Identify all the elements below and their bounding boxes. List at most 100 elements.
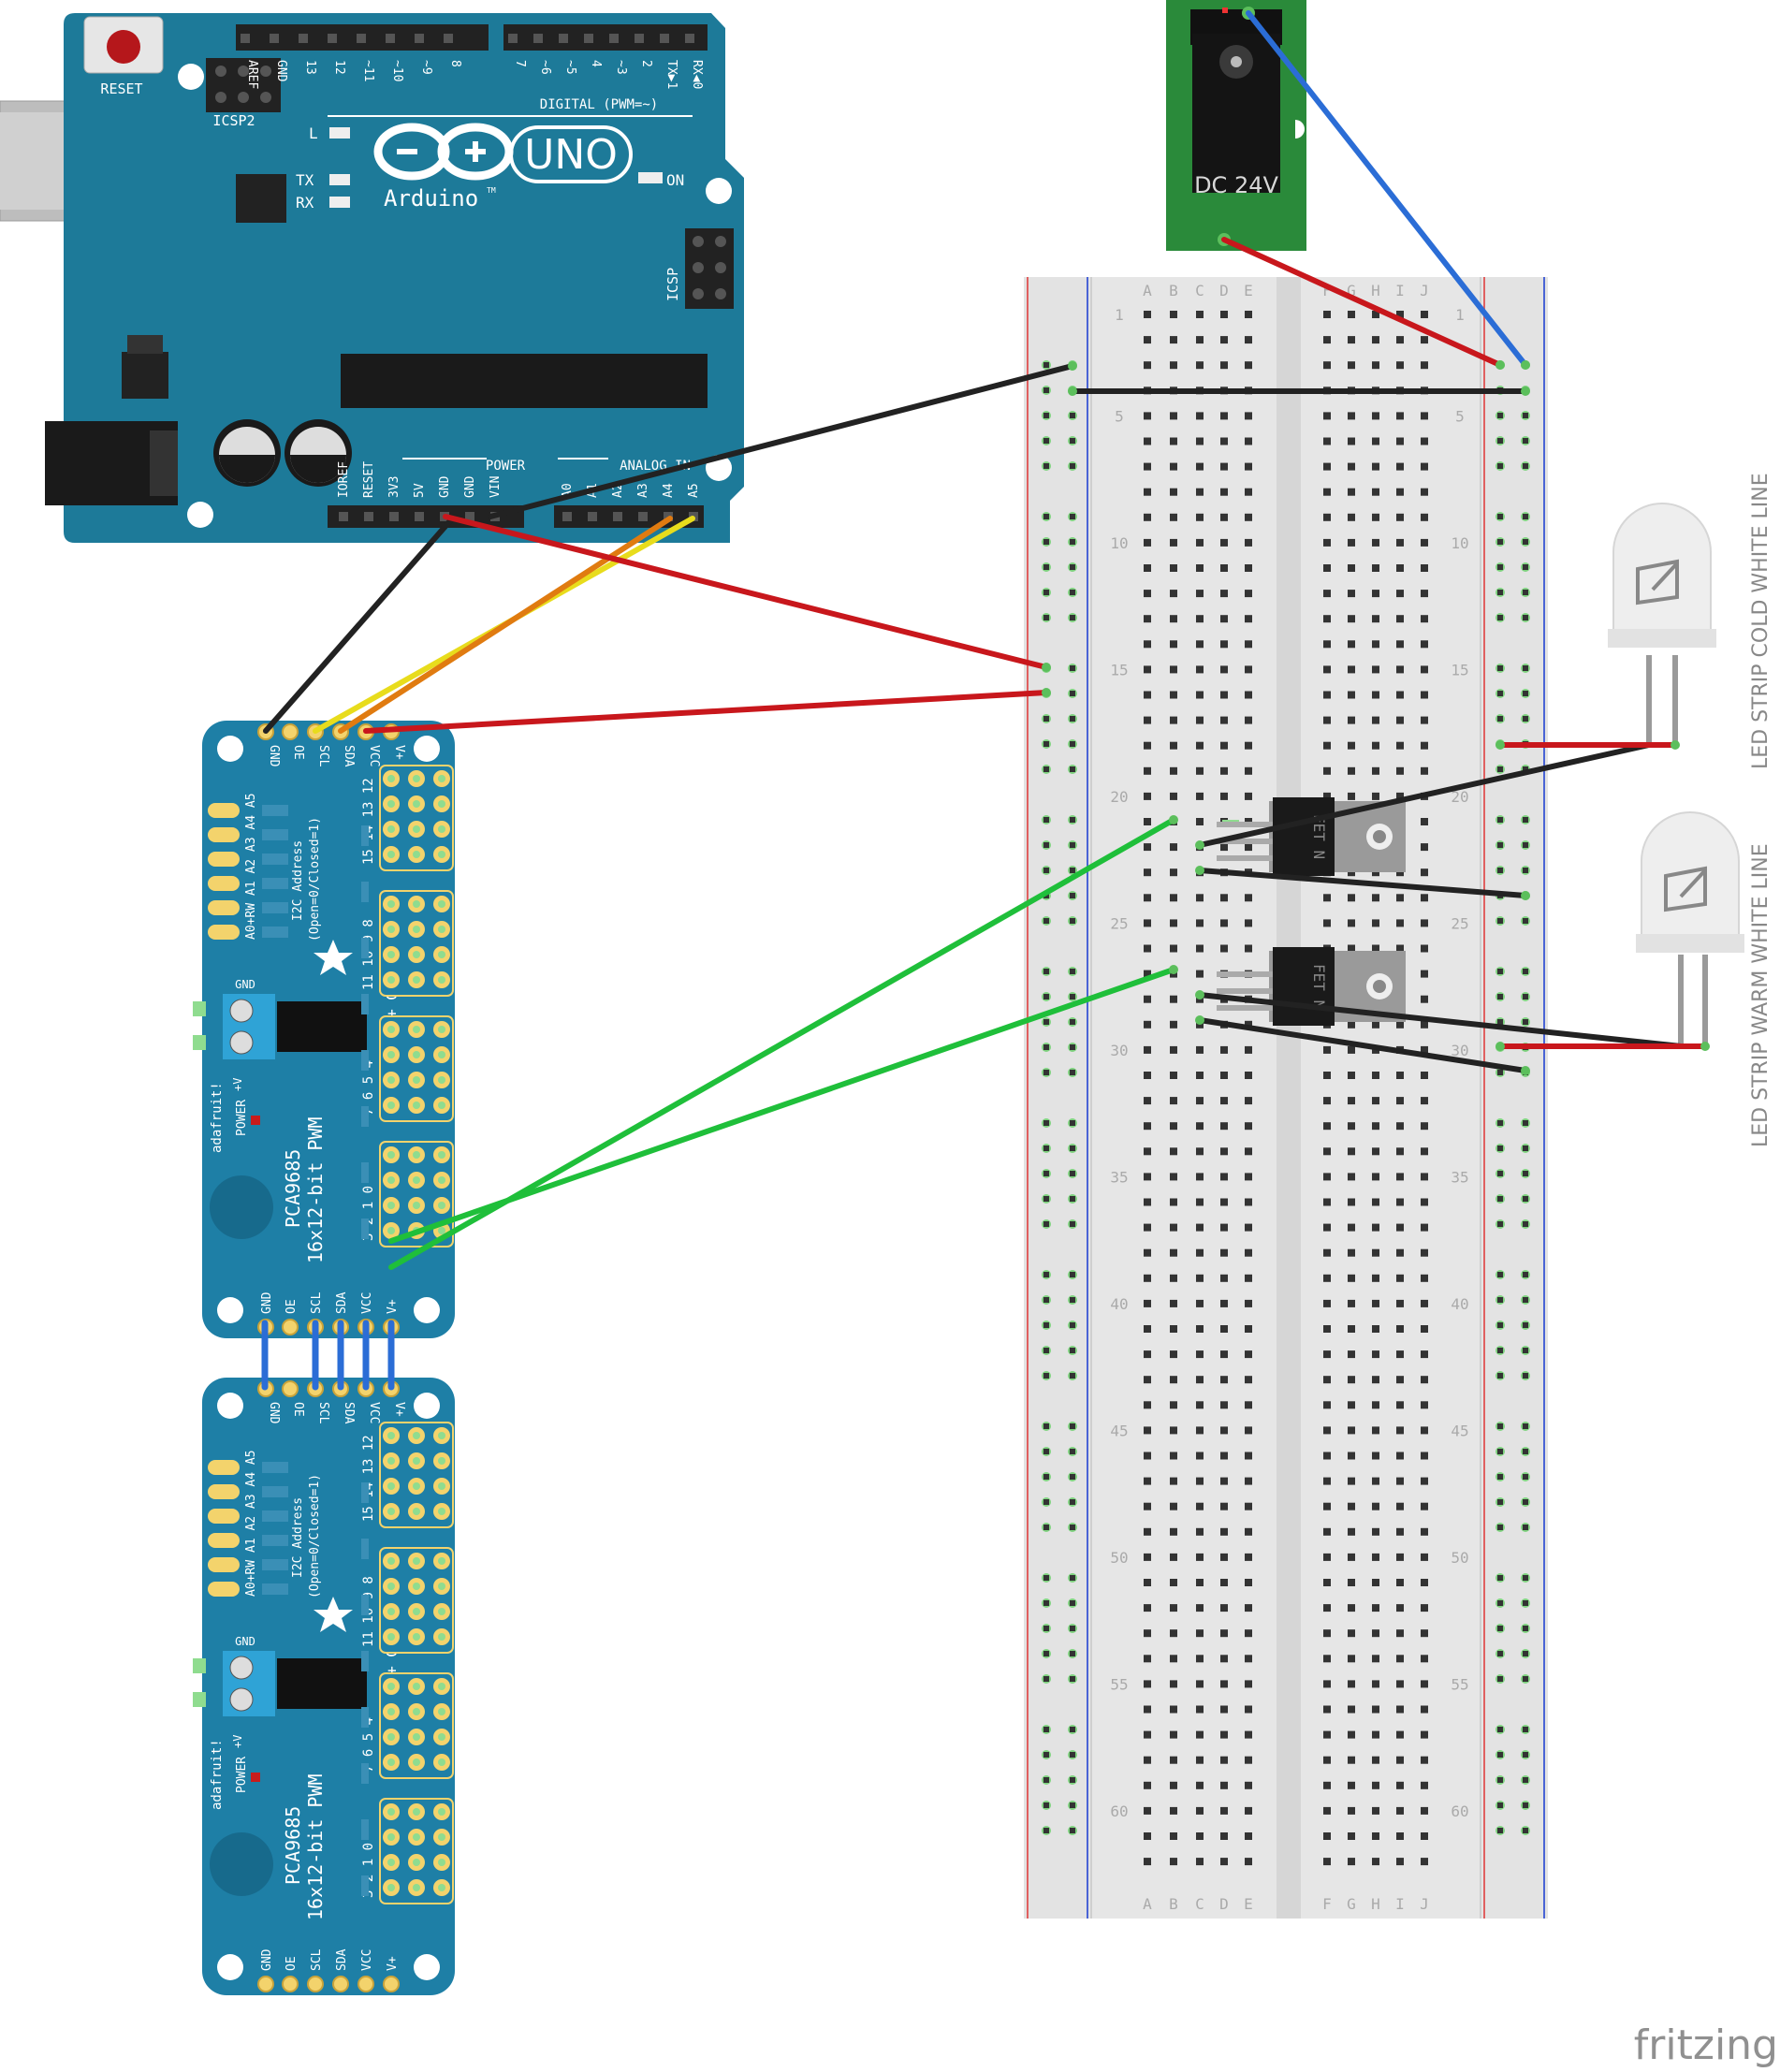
arduino-pin-hole[interactable] [299, 34, 308, 43]
breadboard-hole[interactable] [1396, 1020, 1404, 1029]
breadboard-hole[interactable] [1245, 1299, 1252, 1307]
breadboard-hole[interactable] [1396, 1705, 1404, 1714]
breadboard-hole[interactable] [1245, 1147, 1252, 1156]
breadboard-hole[interactable] [1372, 311, 1379, 318]
breadboard-hole[interactable] [1348, 1858, 1355, 1866]
breadboard-hole[interactable] [1220, 1122, 1228, 1131]
breadboard-hole[interactable] [1396, 1401, 1404, 1409]
breadboard-hole[interactable] [1323, 336, 1331, 344]
breadboard-hole[interactable] [1170, 1604, 1177, 1612]
breadboard-hole[interactable] [1348, 894, 1355, 902]
breadboard-hole[interactable] [1323, 1122, 1331, 1131]
breadboard-hole[interactable] [1220, 1604, 1228, 1612]
breadboard-hole[interactable] [1372, 1223, 1379, 1232]
breadboard-hole[interactable] [1196, 1705, 1204, 1714]
breadboard-hole[interactable] [1245, 1072, 1252, 1079]
breadboard-hole[interactable] [1421, 1122, 1428, 1131]
breadboard-hole[interactable] [1323, 1248, 1331, 1257]
breadboard-hole[interactable] [1348, 1325, 1355, 1333]
breadboard-hole[interactable] [1348, 1781, 1355, 1789]
breadboard-hole[interactable] [1245, 1579, 1252, 1586]
breadboard-hole[interactable] [1348, 1655, 1355, 1663]
breadboard-hole[interactable] [1170, 1655, 1177, 1663]
breadboard-hole[interactable] [1323, 1527, 1331, 1536]
breadboard-hole[interactable] [1396, 488, 1404, 496]
breadboard-hole[interactable] [1170, 1072, 1177, 1079]
breadboard-hole[interactable] [1144, 1579, 1151, 1586]
breadboard-hole[interactable] [1396, 1325, 1404, 1333]
breadboard-hole[interactable] [1372, 1655, 1379, 1663]
breadboard-hole[interactable] [1396, 919, 1404, 927]
breadboard-hole[interactable] [1220, 691, 1228, 699]
breadboard-hole[interactable] [1372, 1426, 1379, 1435]
breadboard-hole[interactable] [1421, 1858, 1428, 1866]
breadboard-hole[interactable] [1323, 1299, 1331, 1307]
breadboard-hole[interactable] [1348, 1452, 1355, 1460]
breadboard-hole[interactable] [1323, 1502, 1331, 1510]
breadboard-hole[interactable] [1170, 1527, 1177, 1536]
breadboard-hole[interactable] [1372, 1756, 1379, 1764]
breadboard-hole[interactable] [1245, 1045, 1252, 1054]
breadboard-hole[interactable] [1372, 691, 1379, 699]
breadboard-hole[interactable] [1144, 894, 1151, 902]
breadboard-hole[interactable] [1421, 1756, 1428, 1764]
breadboard-hole[interactable] [1396, 1730, 1404, 1739]
breadboard-hole[interactable] [1396, 894, 1404, 902]
breadboard-hole[interactable] [1396, 1173, 1404, 1181]
breadboard-hole[interactable] [1421, 919, 1428, 927]
arduino-pin-hole[interactable] [444, 34, 453, 43]
breadboard-hole[interactable] [1421, 894, 1428, 902]
wire-fet1-drain[interactable] [1197, 742, 1652, 848]
breadboard-hole[interactable] [1245, 1806, 1252, 1815]
breadboard-hole[interactable] [1421, 741, 1428, 750]
breadboard-hole[interactable] [1144, 1858, 1151, 1866]
breadboard-hole[interactable] [1372, 1705, 1379, 1714]
breadboard-hole[interactable] [1348, 1072, 1355, 1079]
breadboard-hole[interactable] [1245, 944, 1252, 953]
breadboard-hole[interactable] [1196, 462, 1204, 471]
address-pad[interactable] [208, 852, 240, 867]
header-pin[interactable] [282, 723, 299, 740]
breadboard-hole[interactable] [1220, 412, 1228, 420]
breadboard-hole[interactable] [1421, 1045, 1428, 1054]
breadboard-hole[interactable] [1348, 488, 1355, 496]
breadboard-hole[interactable] [1396, 590, 1404, 598]
breadboard-hole[interactable] [1348, 412, 1355, 420]
breadboard-hole[interactable] [1220, 716, 1228, 724]
arduino-pin-hole[interactable] [638, 512, 648, 521]
breadboard-hole[interactable] [1348, 640, 1355, 649]
breadboard-hole[interactable] [1220, 1223, 1228, 1232]
breadboard-hole[interactable] [1196, 1045, 1204, 1054]
breadboard-hole[interactable] [1245, 1325, 1252, 1333]
breadboard-hole[interactable] [1421, 716, 1428, 724]
breadboard-hole[interactable] [1196, 336, 1204, 344]
breadboard-hole[interactable] [1348, 1147, 1355, 1156]
breadboard-hole[interactable] [1372, 1806, 1379, 1815]
breadboard-hole[interactable] [1144, 1655, 1151, 1663]
address-pad[interactable] [208, 876, 240, 891]
breadboard-hole[interactable] [1323, 1730, 1331, 1739]
arduino-pin-hole[interactable] [584, 34, 593, 43]
breadboard-hole[interactable] [1196, 1502, 1204, 1510]
breadboard-hole[interactable] [1421, 513, 1428, 521]
breadboard-hole[interactable] [1220, 590, 1228, 598]
breadboard-hole[interactable] [1170, 1325, 1177, 1333]
breadboard-hole[interactable] [1220, 944, 1228, 953]
breadboard-hole[interactable] [1170, 538, 1177, 547]
breadboard-hole[interactable] [1396, 1072, 1404, 1079]
breadboard-hole[interactable] [1245, 1502, 1252, 1510]
breadboard-hole[interactable] [1348, 1198, 1355, 1206]
breadboard-hole[interactable] [1323, 1832, 1331, 1840]
breadboard-hole[interactable] [1144, 1705, 1151, 1714]
breadboard-hole[interactable] [1372, 1629, 1379, 1638]
breadboard-hole[interactable] [1220, 1376, 1228, 1384]
breadboard-hole[interactable] [1170, 513, 1177, 521]
breadboard-hole[interactable] [1144, 615, 1151, 623]
breadboard-hole[interactable] [1170, 1781, 1177, 1789]
breadboard-hole[interactable] [1220, 665, 1228, 674]
breadboard-hole[interactable] [1396, 1858, 1404, 1866]
breadboard-hole[interactable] [1245, 1756, 1252, 1764]
wire-vcc-red[interactable] [363, 690, 1049, 734]
breadboard-hole[interactable] [1170, 336, 1177, 344]
breadboard-hole[interactable] [1372, 1502, 1379, 1510]
